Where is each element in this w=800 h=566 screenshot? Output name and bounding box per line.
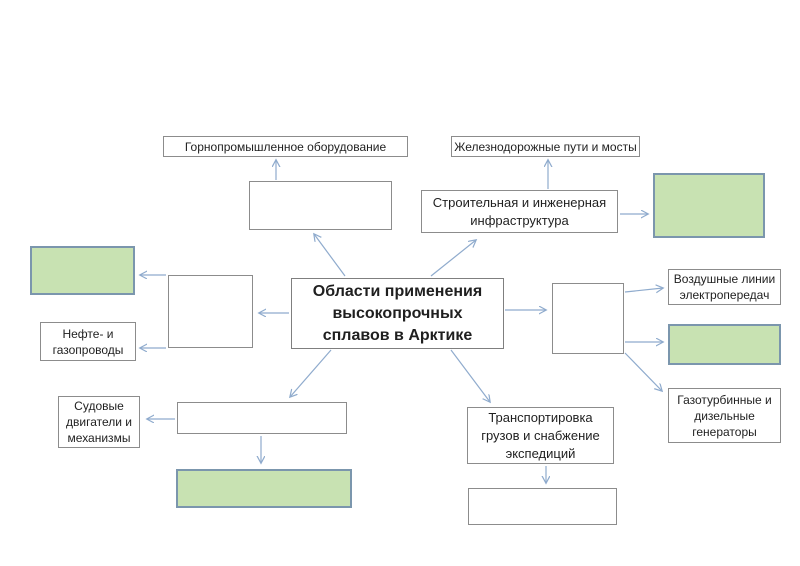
- diagram-title: Области применения высокопрочных сплавов…: [291, 278, 504, 349]
- node-construction-infrastructure: Строительная и инженерная инфраструктура: [421, 190, 618, 233]
- node-power-lines: Воздушные линии электропередач: [668, 269, 781, 305]
- placeholder-box-bottom-center: [177, 402, 347, 434]
- green-box-left: [30, 246, 135, 295]
- placeholder-box-left: [168, 275, 253, 348]
- arrow-center-to-top-placeholder: [314, 234, 346, 277]
- placeholder-box-top-center: [249, 181, 392, 230]
- arrow-right-placeholder-to-power-lines: [624, 288, 663, 292]
- green-box-right: [668, 324, 781, 365]
- green-box-top-right: [653, 173, 765, 238]
- node-oil-gas-pipelines: Нефте- и газопроводы: [40, 322, 136, 361]
- placeholder-box-bottom-right: [468, 488, 617, 525]
- arrow-center-to-cargo: [450, 349, 490, 402]
- placeholder-box-right: [552, 283, 624, 354]
- arrow-center-to-construction: [430, 240, 476, 277]
- node-gas-turbine-generators: Газотурбинные и дизельные генераторы: [668, 388, 781, 443]
- node-ship-engines: Судовые двигатели и механизмы: [58, 396, 140, 448]
- green-box-bottom: [176, 469, 352, 508]
- node-mining-equipment: Горнопромышленное оборудование: [163, 136, 408, 157]
- node-railways-bridges: Железнодорожные пути и мосты: [451, 136, 640, 157]
- arrow-center-to-bottom-placeholder: [290, 349, 332, 397]
- arrow-right-placeholder-to-gas-turbine: [624, 352, 662, 391]
- node-cargo-transport: Транспортировка грузов и снабжение экспе…: [467, 407, 614, 464]
